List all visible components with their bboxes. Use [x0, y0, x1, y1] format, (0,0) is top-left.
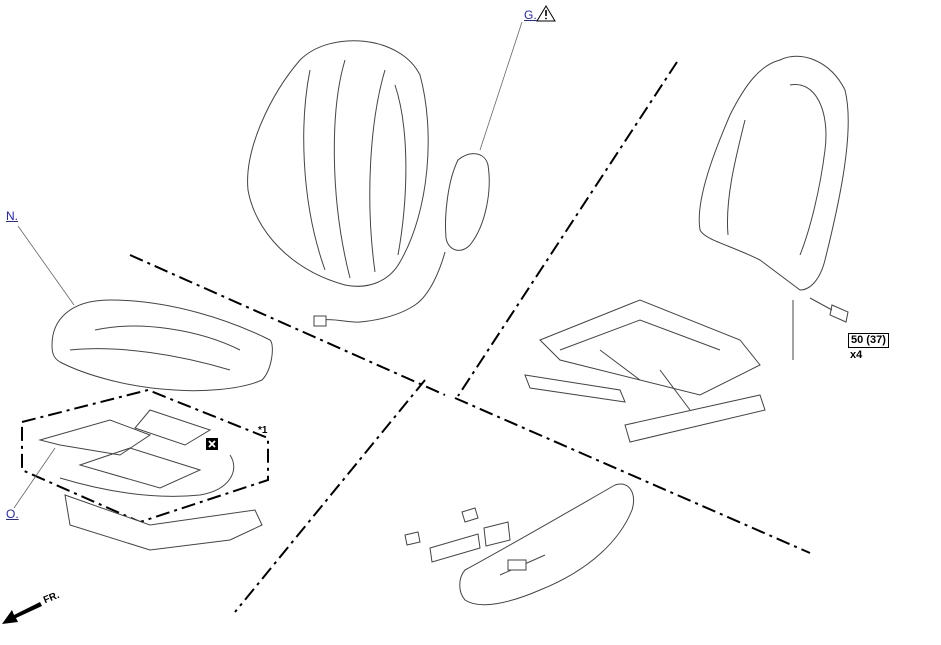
- section-dividers: [129, 61, 811, 613]
- callout-o-link[interactable]: O.: [6, 507, 19, 521]
- seat-side-shield: [459, 483, 635, 606]
- power-seat-switch: [429, 521, 511, 563]
- screw-icon: [404, 507, 479, 546]
- seat-cushion-pad: [64, 494, 263, 551]
- seat-cushion-cover: [17, 225, 273, 392]
- seatback-cover: [247, 40, 429, 287]
- seat-adjuster-frame: [524, 299, 766, 443]
- front-direction-arrow-icon: [2, 602, 42, 624]
- side-airbag: [313, 21, 523, 327]
- warning-triangle-icon: [536, 5, 556, 22]
- bolt-icon: [809, 297, 849, 323]
- torque-value: 50 (37): [848, 333, 889, 348]
- note-marker: *1: [258, 425, 268, 436]
- x-box-icon: [206, 438, 218, 450]
- bolt-quantity: x4: [850, 349, 863, 361]
- seat-heater-assembly: [13, 388, 269, 524]
- callout-n-link[interactable]: N.: [6, 209, 18, 223]
- callout-g-link[interactable]: G.: [524, 8, 537, 22]
- seatback-frame: [698, 55, 849, 360]
